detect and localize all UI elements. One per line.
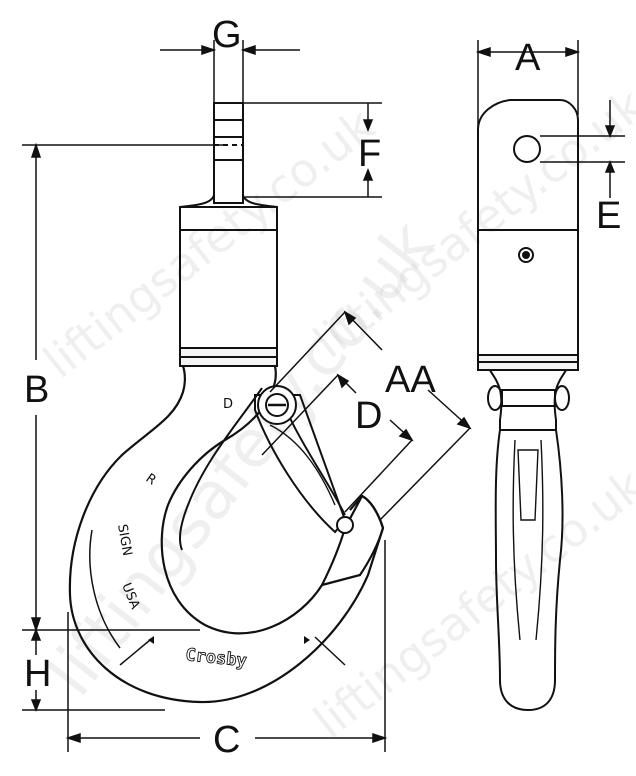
side-latch-bolt-left — [487, 385, 503, 411]
marking-brand: Crosby — [184, 645, 247, 671]
dimension-label-a: A — [515, 37, 541, 79]
side-eye-top — [477, 99, 579, 230]
dimension-label-g: G — [212, 14, 242, 56]
marking-arrow-right — [304, 636, 310, 644]
side-grease-fitting — [518, 247, 534, 263]
latch-spring — [269, 424, 336, 506]
dimension-d — [261, 373, 414, 513]
dimension-g — [160, 40, 300, 103]
dimension-label-c: C — [213, 719, 240, 761]
dimension-aa — [269, 310, 472, 521]
front-shank — [179, 102, 278, 367]
marking-arrow-left — [148, 636, 154, 644]
watermark-layer: liftingsafety.co.uk liftingsafety.co.uk … — [32, 78, 636, 749]
dimension-label-h: H — [24, 653, 51, 695]
dimension-h — [22, 627, 165, 713]
hook-body — [68, 365, 385, 704]
latch-tip-pin — [336, 516, 354, 534]
dimension-label-f: F — [358, 133, 381, 175]
hook-back-edge — [89, 529, 121, 649]
latch-arm-outer — [179, 387, 263, 551]
dimension-e — [540, 100, 625, 198]
marking-size-code: D — [223, 397, 233, 412]
hook-tip — [321, 494, 385, 587]
latch-arm-inner — [289, 417, 346, 516]
dimension-label-b: B — [24, 369, 49, 411]
side-hook-blade — [494, 429, 564, 712]
latch-plate — [254, 394, 347, 534]
latch-pivot-pin-inner — [265, 393, 289, 417]
side-view — [477, 99, 579, 712]
shank-neck — [213, 102, 244, 204]
dimension-a — [475, 40, 581, 130]
safety-latch — [179, 385, 354, 551]
side-latch-bolt-right — [554, 385, 570, 411]
dimension-c — [65, 540, 388, 752]
hook-inner-throat — [160, 365, 347, 635]
side-hook-groove — [517, 449, 539, 521]
dimension-label-d: D — [355, 395, 382, 437]
dimension-b — [22, 142, 225, 633]
dimension-label-e: E — [596, 195, 621, 237]
dimension-f — [243, 102, 382, 198]
side-latch-bolt-body — [501, 389, 556, 407]
dimension-label-aa: AA — [385, 359, 436, 401]
side-eye-hole — [513, 135, 541, 163]
hook-outer-contour — [68, 365, 385, 704]
side-hook-blade-inner — [512, 439, 544, 641]
marking-side-code: SIGN — [114, 523, 134, 557]
marking-letter: R — [143, 471, 159, 488]
